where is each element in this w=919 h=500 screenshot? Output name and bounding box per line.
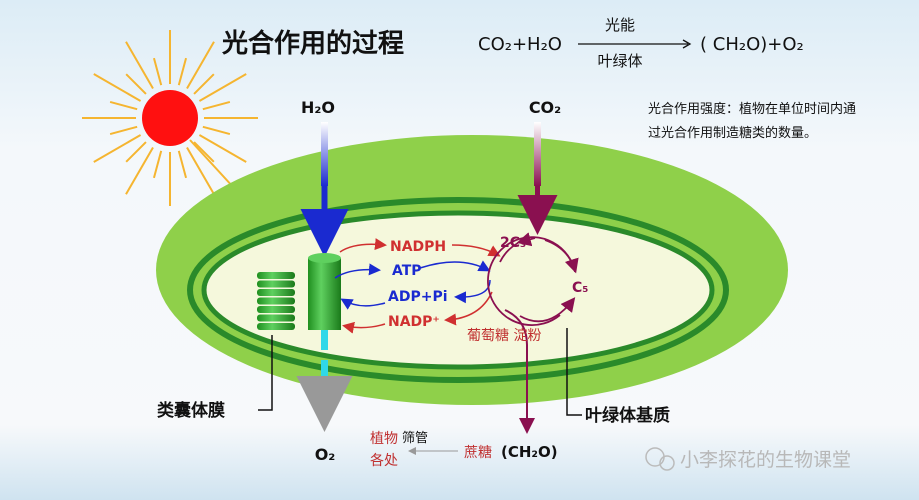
- sun-ray: [193, 73, 215, 95]
- definition-line-1: 光合作用强度：植物在单位时间内通: [648, 101, 856, 117]
- calvin-cycle: 2C₃ C₅ 葡萄糖 淀粉: [467, 232, 588, 434]
- sun-ray: [93, 134, 142, 163]
- sun-ray: [125, 146, 154, 195]
- sucrose-label: 蔗糖: [464, 445, 492, 461]
- co2-label: CO₂: [529, 98, 561, 117]
- thylakoid-disc: [257, 280, 295, 288]
- carbohydrate-arrow: [504, 309, 535, 434]
- nadph-label: NADPH: [390, 239, 446, 255]
- atp-label: ATP: [392, 263, 422, 279]
- equation-condition-site: 叶绿体: [597, 52, 642, 70]
- c5-label: C₅: [572, 280, 588, 296]
- sun-ray: [177, 57, 188, 86]
- sun-ray: [109, 100, 138, 111]
- ch2o-label: (CH₂O): [501, 443, 558, 461]
- sun-ray: [93, 73, 142, 102]
- thylakoid-disc: [257, 314, 295, 322]
- sun-ray: [202, 100, 231, 111]
- equation: CO₂+H₂O 光能 叶绿体 ( CH₂O)+O₂: [478, 16, 804, 70]
- wechat-icon: [645, 447, 665, 467]
- glucose-starch-label: 葡萄糖 淀粉: [467, 328, 541, 344]
- thylakoid-disc: [257, 306, 295, 313]
- sun-ray: [125, 141, 147, 163]
- watermark: 小李探花的生物课堂: [645, 447, 851, 471]
- sieve-tube-label: 筛管: [402, 431, 428, 446]
- thylakoid-disc: [257, 272, 295, 279]
- thylakoid-membrane-label: 类囊体膜: [157, 400, 225, 421]
- thylakoid-disc: [257, 289, 295, 296]
- sun-ray: [125, 41, 154, 90]
- plant-everywhere-line-1: 植物: [370, 431, 398, 447]
- nadp-label: NADP⁺: [388, 314, 440, 330]
- sun-ray: [177, 150, 188, 179]
- sun-ray: [198, 134, 247, 163]
- water-input-bar: [321, 122, 328, 186]
- c3-label: 2C₃: [500, 235, 526, 251]
- page-title: 光合作用的过程: [221, 28, 404, 59]
- grana-stack: [257, 272, 295, 330]
- plant-everywhere-line-2: 各处: [370, 453, 398, 469]
- watermark-text: 小李探花的生物课堂: [680, 449, 851, 471]
- sun-ray: [152, 150, 163, 179]
- definition-line-2: 过光合作用制造糖类的数量。: [648, 125, 817, 141]
- co2-input-bar: [534, 122, 541, 186]
- equation-products: ( CH₂O)+O₂: [700, 34, 804, 55]
- chloroplast-outer-membrane: [187, 197, 729, 383]
- sun-ray: [198, 73, 247, 102]
- adp-pi-label: ADP+Pi: [388, 289, 448, 305]
- equation-reactants: CO₂+H₂O: [478, 34, 562, 55]
- sun-ray: [186, 41, 215, 90]
- sun-ray: [152, 57, 163, 86]
- thylakoid-disc: [257, 323, 295, 330]
- sun-ray: [202, 125, 231, 136]
- granum-column: [308, 258, 341, 330]
- equation-condition-light: 光能: [605, 16, 635, 34]
- sun-ray: [125, 73, 147, 95]
- thylakoid-disc: [257, 297, 295, 305]
- sun-ray: [186, 146, 215, 195]
- oxygen-label: O₂: [315, 445, 336, 464]
- stroma-label: 叶绿体基质: [585, 405, 670, 426]
- sun-ray: [109, 125, 138, 136]
- water-label: H₂O: [301, 98, 335, 117]
- sun-ray: [193, 141, 215, 163]
